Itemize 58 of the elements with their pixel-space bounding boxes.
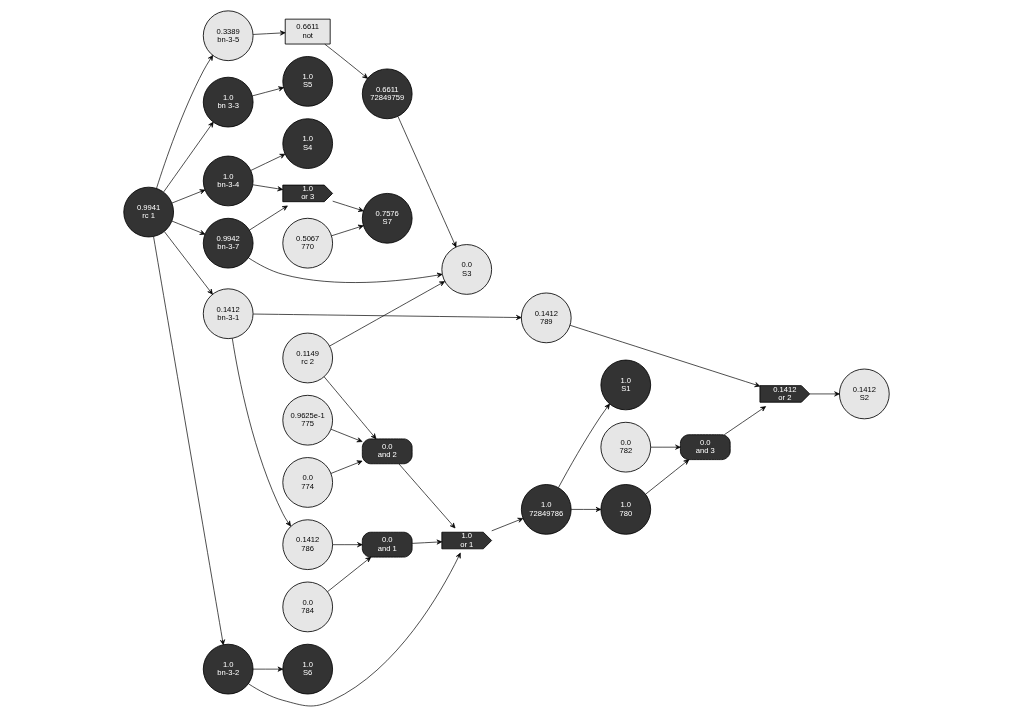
node-circle: 1.0 S5 (281, 56, 333, 107)
arrow (328, 281, 445, 347)
node-circle: 0.9625e-1 775 (281, 394, 333, 446)
arrow (163, 231, 213, 295)
arrow (250, 153, 285, 171)
arrow (330, 460, 362, 474)
node-circle: 0.0 774 (281, 457, 333, 508)
arrow (171, 189, 205, 204)
arrow (808, 391, 840, 397)
arrow (644, 459, 689, 495)
arrow (251, 86, 284, 97)
node-circle: 1.0 780 (599, 484, 651, 535)
arrow (252, 30, 285, 36)
node-circle: 0.0 784 (281, 581, 333, 633)
node-circle: 0.5067 770 (281, 217, 333, 269)
arrow (248, 205, 288, 231)
arrow (247, 552, 461, 707)
node-circle: 1.0 72849786 (520, 484, 572, 535)
arrow (252, 313, 521, 320)
arrow (557, 403, 610, 488)
arrow (330, 428, 362, 443)
node-circle: 0.1412 S2 (838, 368, 890, 420)
arrow (490, 517, 523, 532)
arrow (323, 376, 376, 440)
arrow (171, 220, 205, 235)
node-circle: 0.9942 bn-3-7 (202, 217, 253, 269)
arrow (649, 444, 681, 450)
node-circle: 0.9941 rc 1 (122, 186, 174, 238)
node-circle: 1.0 S4 (281, 118, 333, 169)
node-box: 0.0 and 2 (361, 438, 413, 465)
arrow (231, 338, 291, 527)
node-circle: 0.0 782 (599, 421, 651, 473)
node-circle: 0.1149 rc 2 (281, 332, 333, 384)
node-circle: 0.1412 789 (520, 292, 572, 344)
arrow (331, 200, 364, 212)
arrow (397, 116, 456, 248)
arrow (330, 224, 364, 237)
node-circle: 1.0 bn-3-2 (202, 643, 253, 695)
arrow (252, 184, 283, 192)
arrow (252, 666, 283, 672)
arrow (162, 121, 214, 193)
arrow (398, 463, 455, 529)
arrow (411, 539, 442, 545)
arrow (723, 406, 766, 436)
node-circle: 1.0 bn-3-4 (202, 155, 253, 207)
arrow (331, 542, 363, 548)
arrow (324, 43, 368, 79)
arrow (569, 324, 760, 388)
node-box: 0.0 and 3 (679, 434, 731, 461)
arrow (155, 55, 213, 189)
node-box: 0.0 and 1 (361, 531, 413, 558)
node-circle: 0.7576 S7 (361, 193, 413, 244)
node-circle: 1.0 S6 (281, 643, 333, 695)
arrow (326, 556, 371, 593)
arrow (570, 506, 601, 512)
node-box: 0.6611 not (284, 18, 331, 45)
arrow (152, 236, 225, 646)
arrow (247, 257, 442, 283)
